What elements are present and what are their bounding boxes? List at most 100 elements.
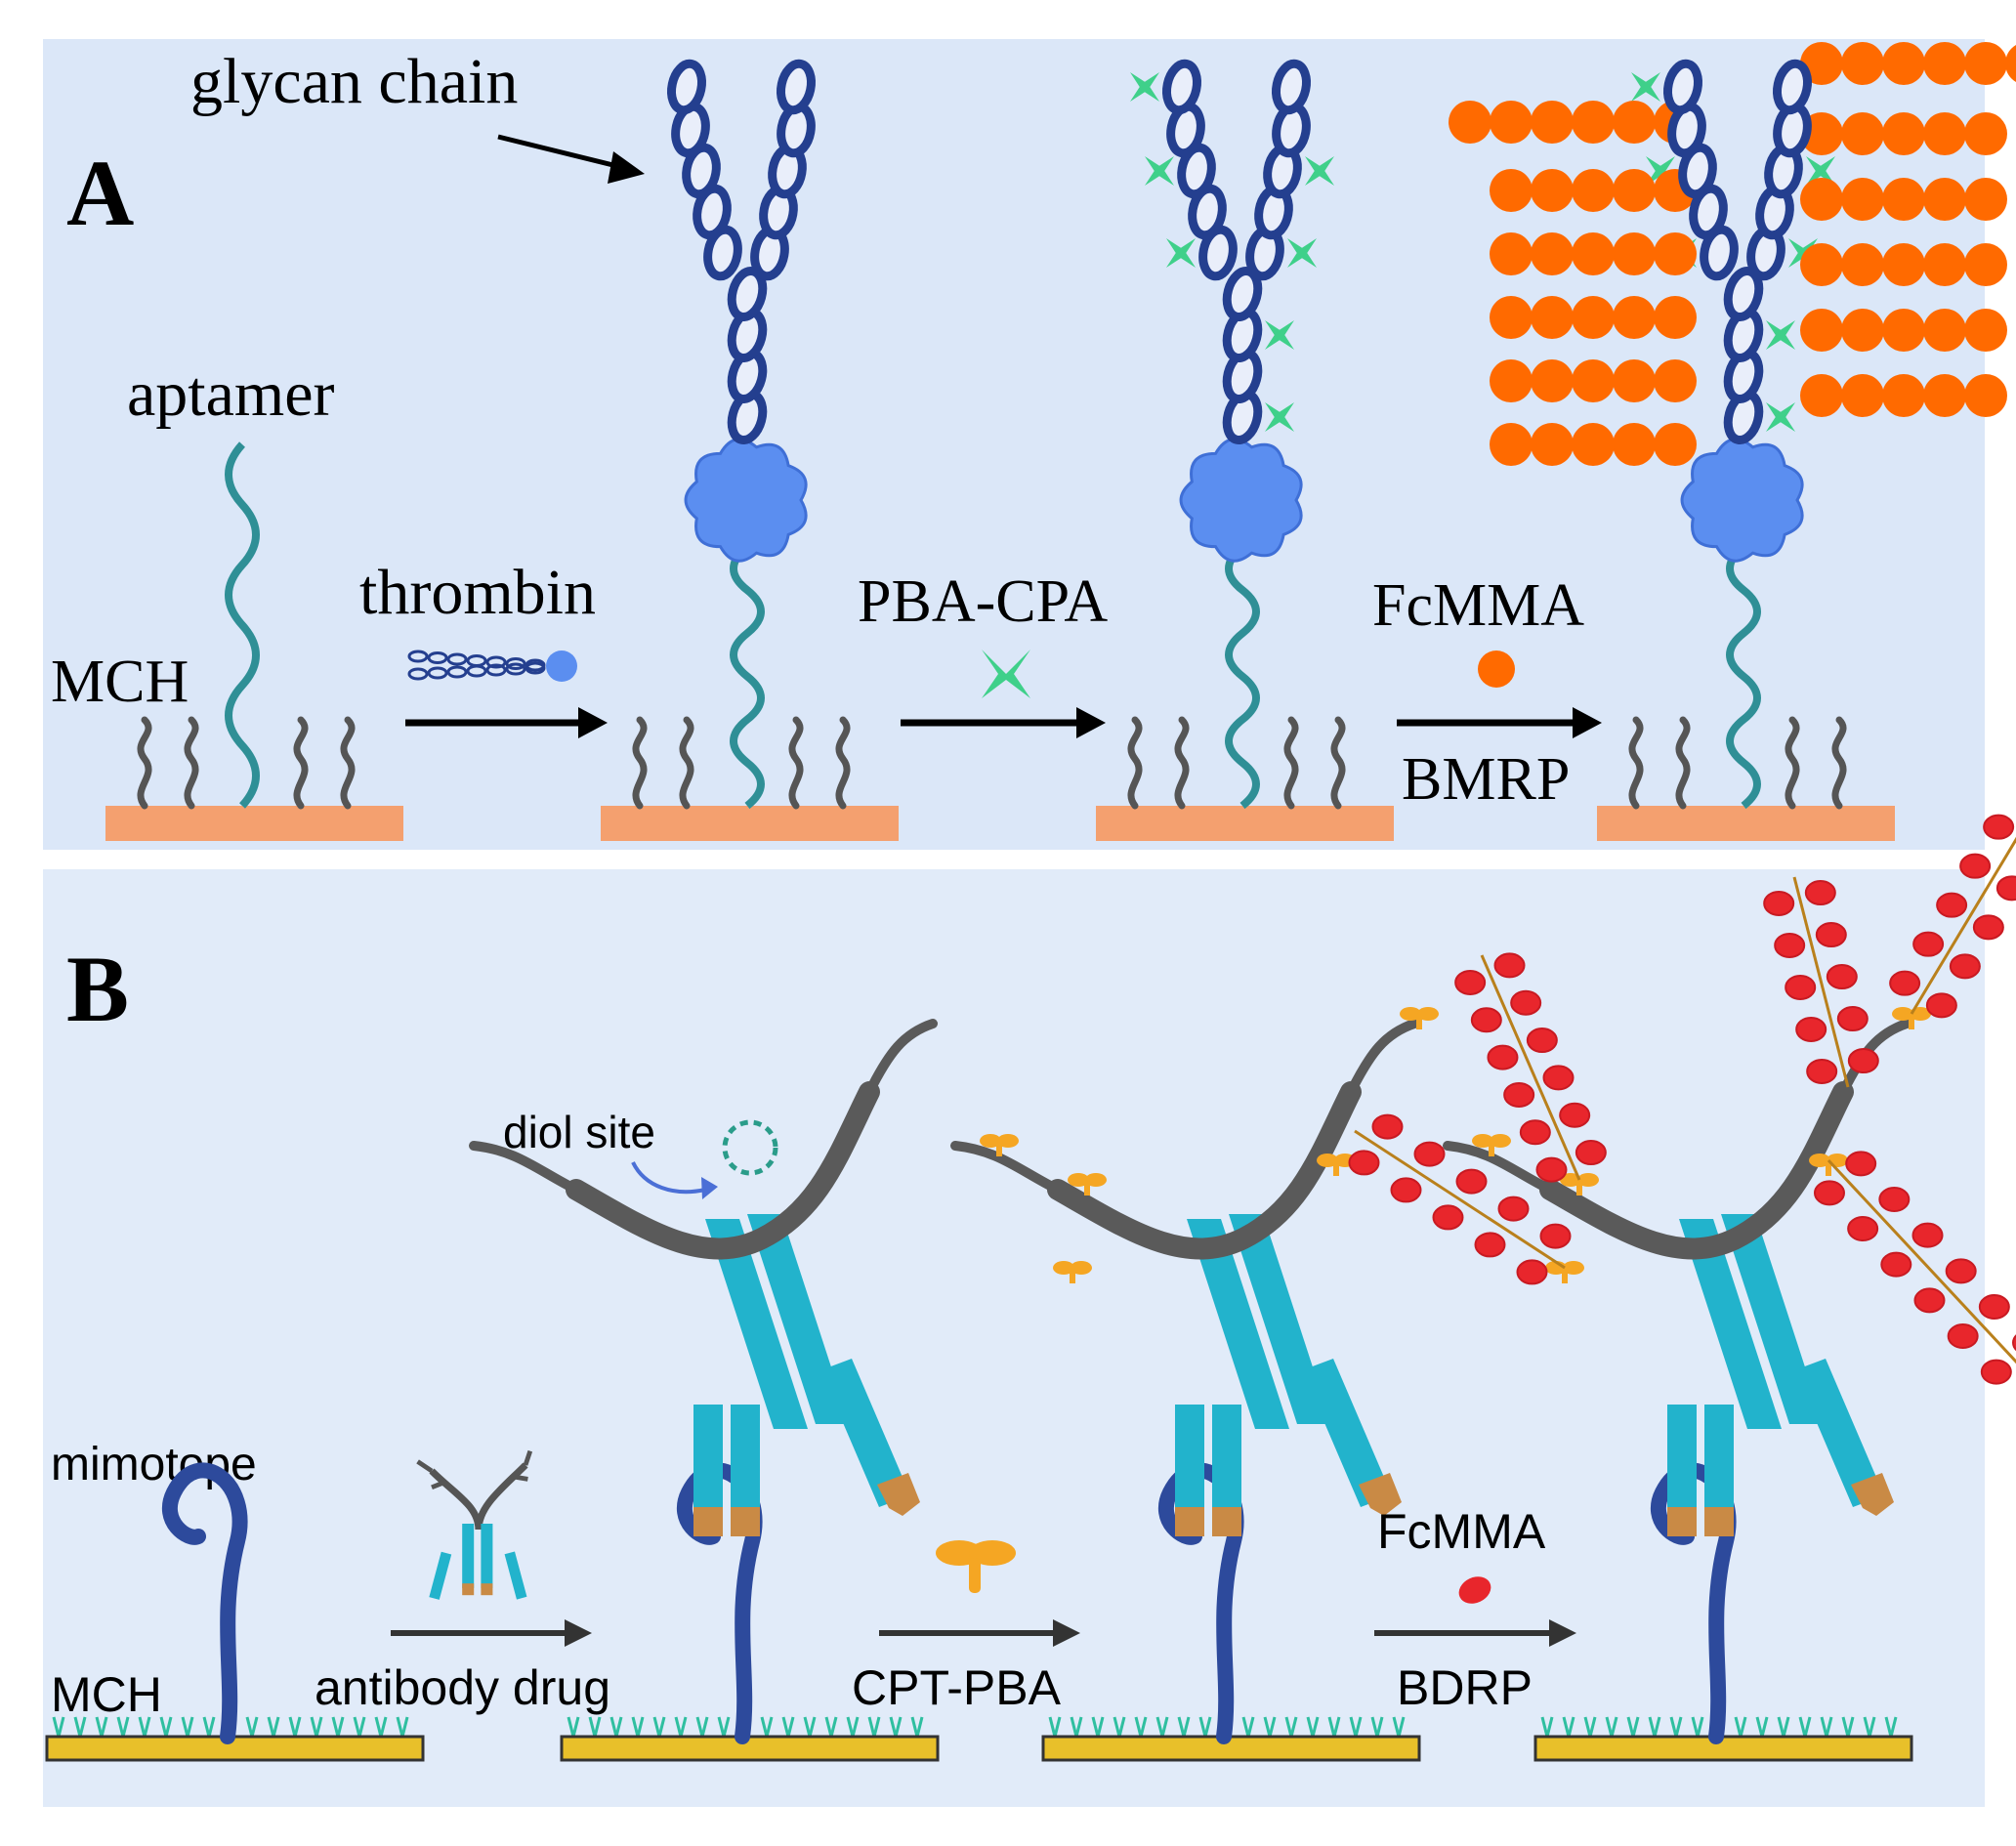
electrode-b xyxy=(45,1735,425,1762)
fcmma-bead xyxy=(1923,309,1966,352)
pba-cpa-tag xyxy=(1130,72,1159,102)
mch-molecule xyxy=(1327,1716,1341,1738)
fcmma-bead-b xyxy=(1945,1258,1977,1284)
pba-cpa-label: PBA-CPA xyxy=(858,568,1108,635)
antibody-fab xyxy=(1667,1405,1697,1512)
diol-site-label: diol site xyxy=(503,1107,655,1157)
mch-molecule xyxy=(910,1716,924,1738)
glycan-ring-mini xyxy=(505,662,526,676)
panel-b-step-arrow-1 xyxy=(391,1619,592,1647)
glycan-ring xyxy=(1177,143,1216,199)
mch-molecule xyxy=(889,1716,903,1738)
fcmma-bead-b xyxy=(1493,952,1526,979)
mch-molecule xyxy=(1583,1716,1597,1738)
mch-molecule xyxy=(1048,1716,1062,1738)
panel-a-stage-pba-cpa xyxy=(1096,59,1394,841)
glycan-ring-mini xyxy=(485,663,507,677)
panel-a-stage-bare xyxy=(105,441,403,841)
fcmma-bead-b xyxy=(1413,1141,1446,1167)
aptamer-label: aptamer xyxy=(127,358,335,430)
mch-label-a: MCH xyxy=(51,649,189,715)
fcmma-bead xyxy=(1964,309,2007,352)
mch-molecule xyxy=(1540,1716,1554,1738)
diol-site-arrowhead xyxy=(701,1177,718,1199)
fcmma-bead xyxy=(1923,112,1966,155)
panel-b-stage-antibody xyxy=(469,1019,940,1762)
polymer-backbone xyxy=(1792,876,1850,1088)
mch-molecule xyxy=(1284,1716,1298,1738)
antibody-light-chain xyxy=(1794,1359,1884,1507)
thrombin-icon xyxy=(407,650,577,682)
cpt-pba-tag xyxy=(1576,1182,1582,1196)
electrode-a xyxy=(601,806,899,841)
fcmma-bead xyxy=(1800,309,1843,352)
fcmma-bead xyxy=(1882,42,1925,85)
mch-molecule xyxy=(1134,1716,1148,1738)
cpt-pba-tag xyxy=(1317,1154,1338,1167)
panel-a-step-arrow-1 xyxy=(405,707,608,738)
cpt-pba-tag xyxy=(1892,1007,1913,1021)
fcmma-bead xyxy=(1964,374,2007,417)
mch-molecule xyxy=(73,1716,87,1738)
mch-molecule xyxy=(1669,1716,1683,1738)
fcmma-bead xyxy=(1490,232,1533,275)
fcmma-bead-b xyxy=(1774,932,1806,958)
cpt-pba-tag xyxy=(1068,1173,1089,1187)
fcmma-bead-b xyxy=(1516,1259,1548,1285)
fcmma-bead-b xyxy=(1845,1151,1877,1177)
mch-molecule xyxy=(116,1716,130,1738)
electrode-a xyxy=(1597,806,1895,841)
bmrp-label: BMRP xyxy=(1402,746,1570,813)
glycan-ring-mini xyxy=(427,651,448,664)
pba-cpa-tag xyxy=(1166,238,1196,268)
fcmma-bead xyxy=(1800,178,1843,221)
glycan-ring xyxy=(1222,266,1263,322)
mch-molecule xyxy=(835,716,851,810)
fcmma-bead-b xyxy=(1474,1232,1506,1258)
mch-molecule xyxy=(202,1716,216,1738)
glycan-ring xyxy=(693,184,732,240)
thrombin-protein xyxy=(684,438,808,563)
mch-molecule xyxy=(1241,1716,1255,1738)
aptamer-strand xyxy=(1225,543,1260,810)
fcmma-bead xyxy=(1531,296,1574,339)
antibody-tip xyxy=(731,1507,760,1536)
mch-molecule xyxy=(95,1716,108,1738)
mch-molecule xyxy=(138,1716,151,1738)
fcmma-bead xyxy=(1449,101,1491,144)
fcmma-bead xyxy=(1654,232,1697,275)
panel-a-stage-thrombin xyxy=(601,59,899,841)
pba-cpa-tag xyxy=(1806,156,1835,186)
glycan-ring xyxy=(777,59,816,115)
fcmma-bead xyxy=(1613,169,1656,212)
pba-cpa-tag xyxy=(1265,402,1294,432)
fcmma-bead-b xyxy=(1972,914,2004,941)
fcmma-bead-b xyxy=(2012,1334,2016,1352)
polymer-backbone xyxy=(1827,1158,2016,1364)
mch-molecule xyxy=(1863,1716,1876,1738)
cpt-pba-tag xyxy=(1416,1016,1422,1029)
glycan-ring-mini xyxy=(446,665,468,679)
antibody-fab xyxy=(731,1405,760,1512)
polymer-backbone xyxy=(1354,1129,1566,1270)
fcmma-bead-b xyxy=(1995,875,2016,902)
mch-molecule xyxy=(632,716,648,810)
fcmma-bead-b xyxy=(1348,1150,1380,1176)
cpt-pba-icon xyxy=(936,1540,1016,1593)
glycan-ring-mini xyxy=(407,650,429,663)
antibody-glycan xyxy=(1047,1081,1362,1260)
fcmma-bead xyxy=(1841,178,1884,221)
fcmma-bead xyxy=(1841,309,1884,352)
mch-molecule xyxy=(1626,1716,1640,1738)
fcmma-bead xyxy=(1882,309,1925,352)
panel-b-step-arrow-3 xyxy=(1374,1619,1576,1647)
fcmma-bead-b xyxy=(1804,880,1836,906)
diol-site-pointer xyxy=(631,1161,706,1195)
fcmma-bead-b xyxy=(1371,1113,1404,1140)
thrombin-protein xyxy=(1680,438,1804,563)
antibody-glycan xyxy=(950,1141,1063,1195)
mch-molecule xyxy=(310,1716,323,1738)
mch-molecule xyxy=(396,1716,409,1738)
cpt-pba-tag xyxy=(1085,1173,1107,1187)
